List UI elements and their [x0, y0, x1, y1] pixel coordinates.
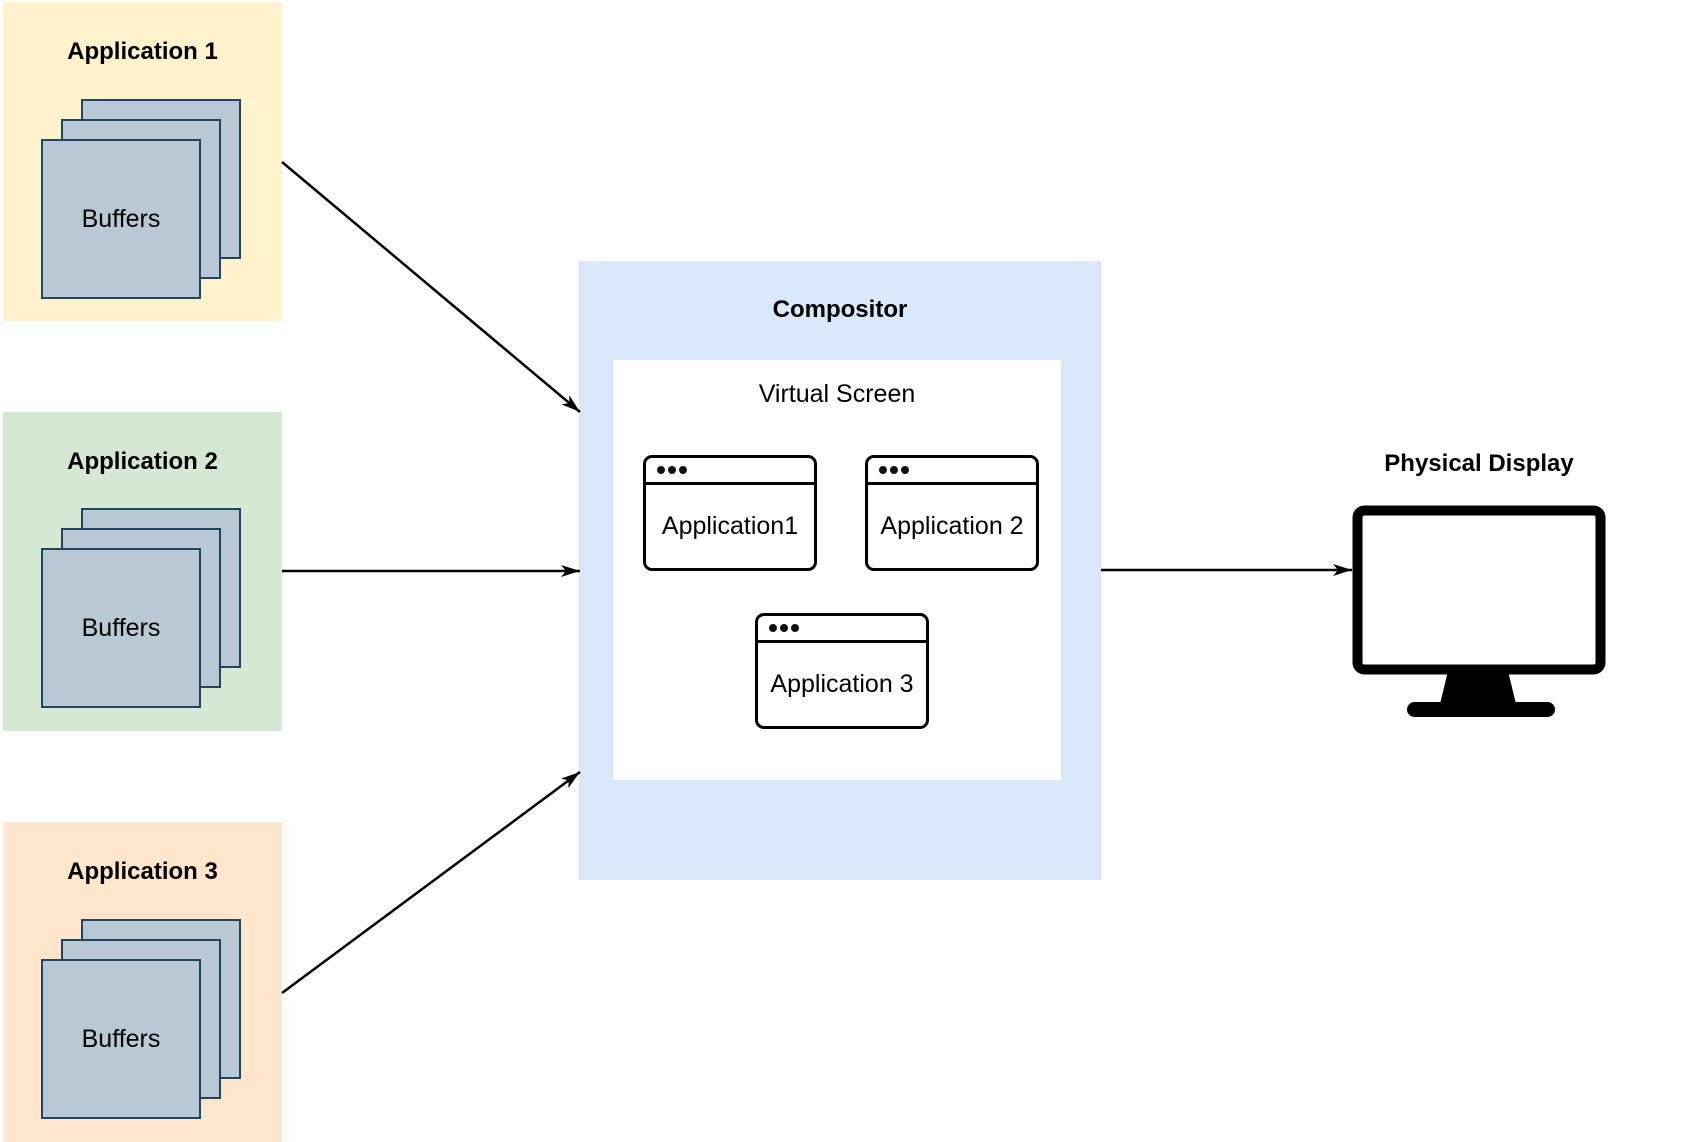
application-1-box: Application 1 Buffers — [3, 2, 282, 321]
window-titlebar — [758, 616, 926, 643]
arrow-app1-to-compositor — [281, 161, 581, 413]
window-application-2: Application 2 — [865, 455, 1039, 571]
window-dot-icon — [668, 466, 676, 474]
window-dot-icon — [780, 624, 788, 632]
application-3-title: Application 3 — [67, 858, 218, 885]
application-2-buffers-label: Buffers — [81, 613, 161, 642]
application-3-buffer-front: Buffers — [41, 959, 201, 1119]
window-dot-icon — [879, 466, 887, 474]
compositor-title: Compositor — [772, 296, 908, 323]
window-dot-icon — [901, 466, 909, 474]
application-2-buffer-front: Buffers — [41, 548, 201, 708]
physical-display-title: Physical Display — [1384, 450, 1574, 477]
window-application-1-label: Application1 — [661, 512, 799, 540]
window-dot-icon — [679, 466, 687, 474]
window-application-3: Application 3 — [755, 613, 929, 729]
monitor-icon — [1352, 505, 1606, 717]
application-1-title: Application 1 — [67, 38, 218, 65]
monitor-base — [1407, 702, 1555, 717]
window-dot-icon — [791, 624, 799, 632]
application-2-title: Application 2 — [67, 448, 218, 475]
window-dot-icon — [769, 624, 777, 632]
window-application-2-label: Application 2 — [880, 512, 1024, 540]
monitor-screen — [1352, 505, 1606, 675]
window-application-1: Application1 — [643, 455, 817, 571]
application-1-buffer-front: Buffers — [41, 139, 201, 299]
monitor-stand — [1440, 671, 1516, 704]
application-3-box: Application 3 Buffers — [3, 822, 282, 1142]
window-dot-icon — [657, 466, 665, 474]
virtual-screen-box: Virtual Screen Application1 Application … — [613, 360, 1061, 780]
arrow-app3-to-compositor — [281, 770, 581, 995]
window-titlebar — [646, 458, 814, 485]
compositor-box: Compositor Virtual Screen Application1 A… — [579, 261, 1101, 880]
application-3-buffers-label: Buffers — [81, 1024, 161, 1053]
virtual-screen-title: Virtual Screen — [758, 380, 916, 408]
window-application-3-label: Application 3 — [770, 670, 914, 698]
application-1-buffers-label: Buffers — [81, 204, 161, 233]
window-titlebar — [868, 458, 1036, 485]
application-2-box: Application 2 Buffers — [3, 412, 282, 731]
window-dot-icon — [890, 466, 898, 474]
